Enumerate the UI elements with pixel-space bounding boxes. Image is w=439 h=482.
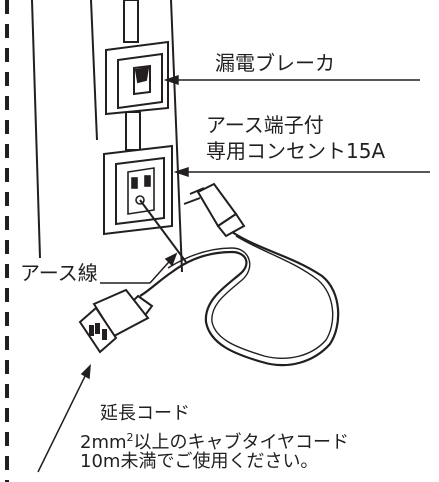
- outlet-label-line2: 専用コンセント15A: [206, 139, 386, 163]
- earth-wire-label: アース線: [18, 261, 100, 285]
- plug: [183, 182, 246, 238]
- extension-cord-socket: [78, 288, 154, 354]
- outlet-arrow: [173, 166, 430, 178]
- wall-lines: [31, 0, 183, 273]
- power-cord: [139, 231, 340, 367]
- extension-cord-label-line1: 延長コード: [100, 403, 190, 424]
- extension-cord-label-line3: 10m未満でご使用ください。: [80, 451, 319, 472]
- breaker-label: 漏電ブレーカ: [215, 51, 335, 75]
- extension-cord-label-line2-pre: 2mm: [80, 432, 127, 453]
- conduit-pipe: [123, 0, 141, 151]
- earth-wire: [139, 199, 187, 263]
- extension-cord-arrow: [37, 364, 91, 473]
- outlet-socket-icon: [127, 167, 155, 215]
- extension-cord-label-line2-sup: 2: [126, 431, 134, 444]
- breaker-arrow: [163, 74, 420, 86]
- extension-cord-label-line2-post: 以上のキャブタイヤコード: [133, 432, 349, 453]
- breaker-switch-icon: [133, 64, 151, 96]
- outlet-label-line1: アース端子付: [206, 113, 324, 137]
- extension-cord-label-line2: 2mm2以上のキャブタイヤコード: [80, 428, 349, 453]
